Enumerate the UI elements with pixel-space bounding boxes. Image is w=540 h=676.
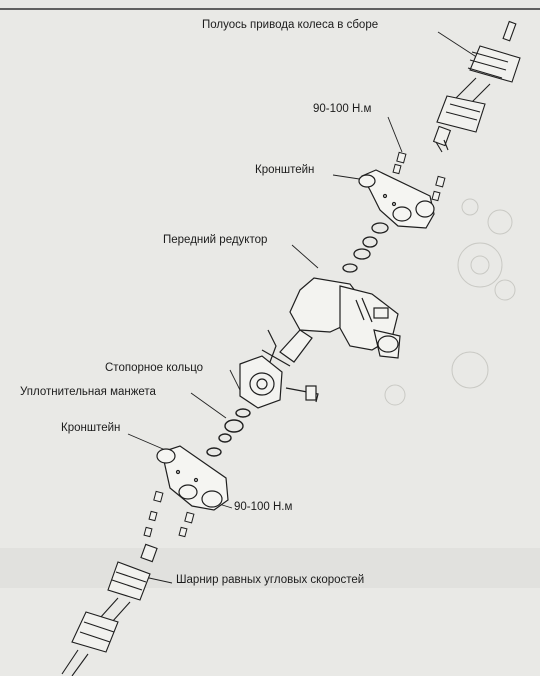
- lower-cv-joint-drawing: [61, 543, 158, 676]
- label-front-differential: Передний редуктор: [163, 234, 268, 246]
- label-driveshaft-assembly: Полуось привода колеса в сборе: [202, 19, 379, 31]
- upper-bracket-drawing: [358, 169, 435, 229]
- hub-housing-drawing: [239, 329, 319, 409]
- scan-band: [0, 548, 540, 588]
- seal-rings: [206, 408, 251, 457]
- label-snap-ring: Стопорное кольцо: [105, 362, 204, 374]
- label-torque-bottom: 90-100 Н.м: [234, 501, 293, 513]
- label-oil-seal: Уплотнительная манжета: [20, 386, 156, 398]
- label-bracket-top: Кронштейн: [255, 164, 315, 176]
- upper-washers: [342, 222, 389, 273]
- upper-driveshaft-drawing: [432, 20, 521, 153]
- lower-bolts: [143, 490, 195, 538]
- lower-bracket-drawing: [156, 445, 229, 511]
- bleed-through-ghosts: [384, 198, 516, 406]
- label-cv-joint: Шарнир равных угловых скоростей: [176, 574, 365, 586]
- front-differential-drawing: [261, 277, 401, 367]
- label-torque-top: 90-100 Н.м: [313, 103, 372, 115]
- label-bracket-bottom: Кронштейн: [61, 422, 121, 434]
